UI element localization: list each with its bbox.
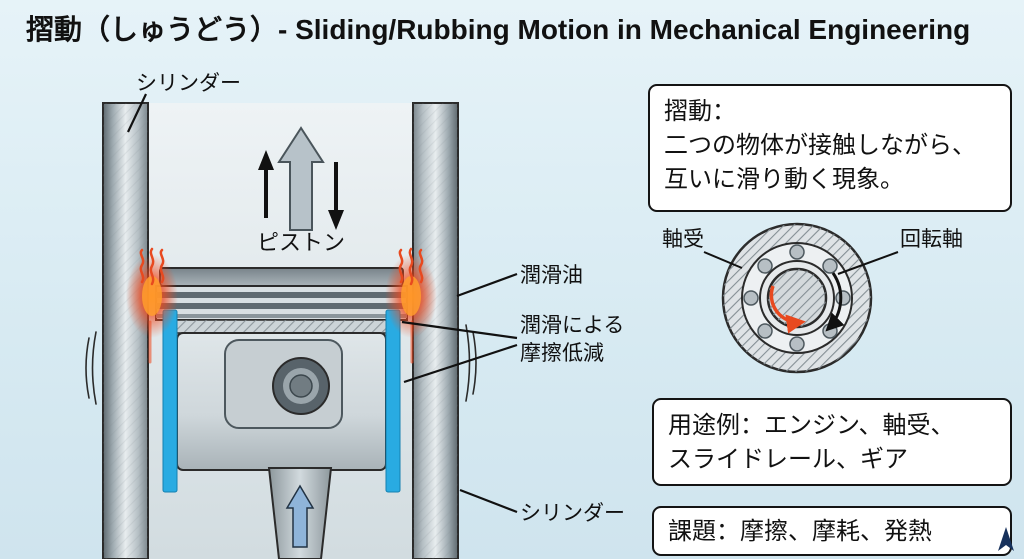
rotation-arrow-orange xyxy=(769,285,806,334)
piston-hatch-band xyxy=(169,319,394,334)
friction-reduction-label-1: 潤滑による xyxy=(520,314,624,337)
bearing-diagram: 軸受 回転軸 xyxy=(662,222,963,374)
corner-logo-icon xyxy=(998,527,1014,551)
rotation-arrow-black xyxy=(825,272,845,332)
definition-box: 摺動： 二つの物体が接触しながら、 互いに滑り動く現象。 xyxy=(648,84,1012,212)
cylinder-bottom-label: シリンダー xyxy=(520,502,625,525)
stroke-arrows xyxy=(258,126,344,231)
piston-label: ピストン xyxy=(257,230,345,255)
heat-flames xyxy=(139,247,424,286)
friction-reduction-label-2: 摩擦低減 xyxy=(520,342,604,365)
usage-box: 用途例：エンジン、軸受、 スライドレール、ギア xyxy=(652,398,1012,486)
big-up-arrow xyxy=(277,126,325,231)
issues-text: 課題：摩擦、摩耗、発熱 xyxy=(668,518,932,545)
cylinder-top-label: シリンダー xyxy=(136,72,241,95)
small-down-arrow xyxy=(328,162,344,230)
wrist-pin xyxy=(272,357,330,415)
lubricant-label: 潤滑油 xyxy=(520,264,583,287)
leader-lines xyxy=(127,93,518,514)
rotating-shaft xyxy=(766,267,828,329)
bearing-balls xyxy=(743,244,851,352)
cylinder-wall-right xyxy=(412,102,459,559)
page-title: 摺動（しゅうどう）- Sliding/Rubbing Motion in Mec… xyxy=(26,14,971,45)
definition-line-1: 摺動： xyxy=(664,98,736,125)
issues-box: 課題：摩擦、摩耗、発熱 xyxy=(652,506,1012,556)
piston-cylinder-diagram: シリンダー ピストン 潤滑油 潤滑による 摩擦低減 シリンダー xyxy=(85,72,625,559)
usage-line-1: 用途例：エンジン、軸受、 xyxy=(668,412,955,439)
piston-rings xyxy=(155,285,408,321)
bearing-label: 軸受 xyxy=(662,228,704,251)
usage-line-2: スライドレール、ギア xyxy=(668,446,908,474)
definition-line-3: 互いに滑り動く現象。 xyxy=(664,166,904,194)
definition-line-2: 二つの物体が接触しながら、 xyxy=(664,132,976,160)
shaft-label: 回転軸 xyxy=(900,228,963,251)
lubricant-film xyxy=(162,309,401,493)
small-up-arrow xyxy=(258,150,274,218)
motion-lines xyxy=(85,324,477,405)
rod-up-arrow xyxy=(285,484,315,548)
heat-glow xyxy=(126,254,437,364)
piston-crown xyxy=(159,267,404,287)
bearing-leader-lines xyxy=(703,251,899,275)
